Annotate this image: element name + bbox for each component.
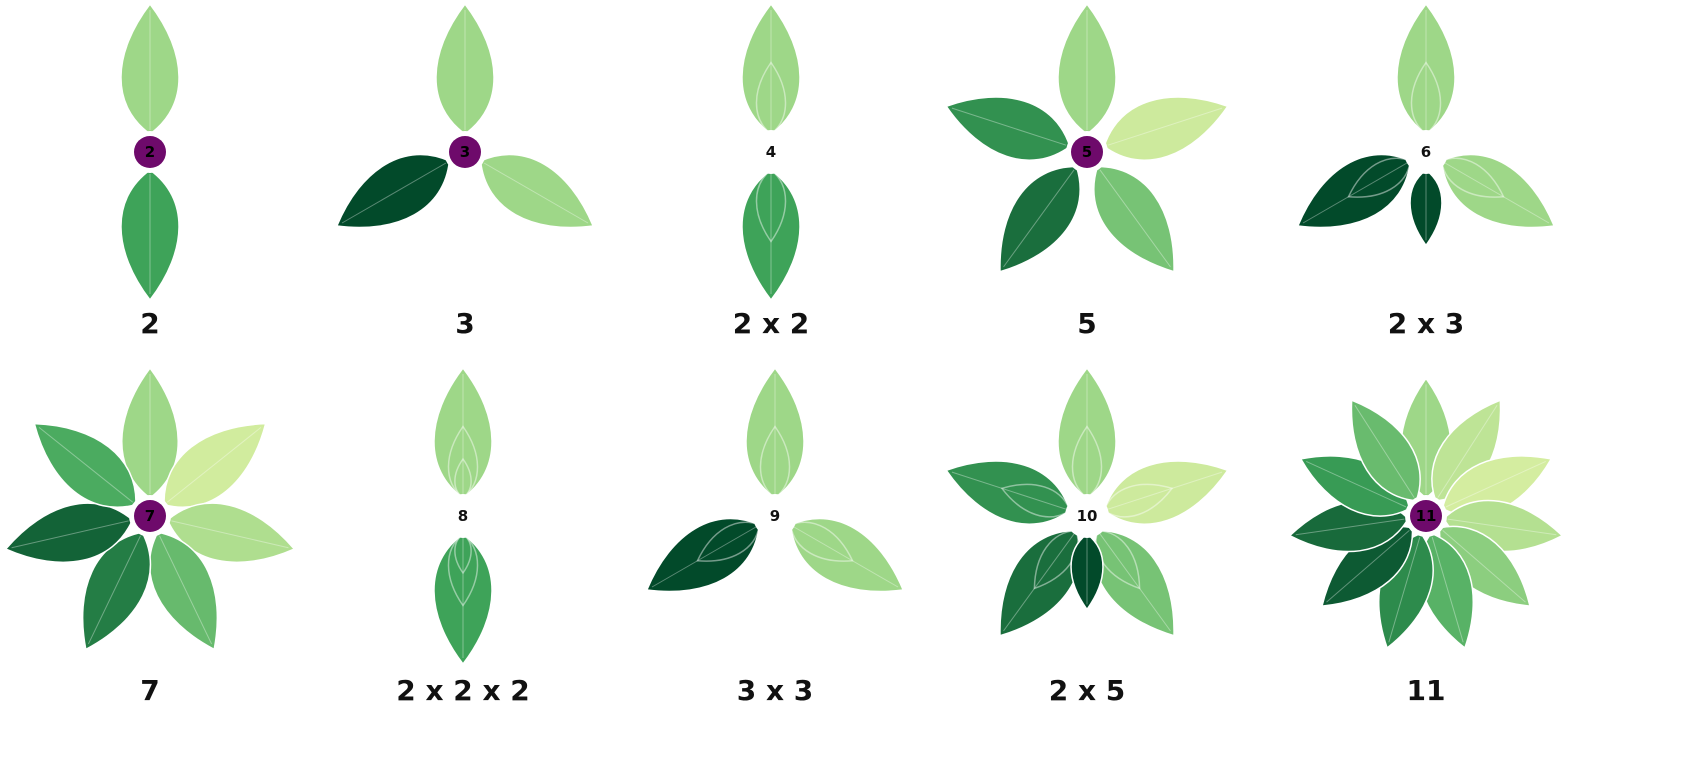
flower-label: 3 [455, 307, 474, 340]
leaf [1283, 136, 1425, 251]
leaf [742, 170, 800, 300]
flower-5: 5 [937, 4, 1236, 289]
leaf [1095, 79, 1237, 174]
leaf [1427, 136, 1569, 251]
center-number: 4 [766, 143, 776, 161]
flower-label: 11 [1407, 674, 1446, 707]
flower-label: 2 x 2 x 2 [396, 674, 530, 707]
leaf [776, 500, 918, 615]
leaf [436, 4, 494, 134]
flower-label: 7 [140, 674, 159, 707]
flower-11: 11 [1286, 378, 1566, 655]
leaf [632, 500, 774, 615]
leaf [746, 368, 804, 498]
flower-label: 2 x 5 [1049, 674, 1126, 707]
center-number: 6 [1421, 143, 1431, 161]
flower-4: 4 [742, 4, 800, 300]
leaf [937, 79, 1079, 174]
leaf [121, 170, 179, 300]
center-number: 8 [458, 507, 468, 525]
center-number: 10 [1077, 507, 1098, 525]
center-number: 5 [1082, 143, 1092, 161]
flower-8: 8 [434, 368, 492, 664]
center-number: 3 [460, 143, 470, 161]
flower-9: 9 [632, 368, 917, 615]
leaf [322, 136, 464, 251]
sub-leaf [1410, 170, 1442, 245]
sub-leaf [1071, 534, 1103, 609]
leaf [434, 368, 492, 498]
leaf [1058, 4, 1116, 134]
leaf [466, 136, 608, 251]
leaf [121, 4, 179, 134]
center-number: 7 [145, 507, 155, 525]
leaf [1397, 4, 1455, 134]
flower-label: 2 x 2 [733, 307, 810, 340]
center-number: 2 [145, 143, 155, 161]
center-number: 11 [1416, 507, 1437, 525]
flower-6: 6 [1283, 4, 1568, 251]
flower-label: 2 [140, 307, 159, 340]
flower-label: 3 x 3 [737, 674, 814, 707]
flower-2: 2 [121, 4, 179, 300]
flower-10: 10 [937, 368, 1236, 653]
leaf [1095, 443, 1237, 538]
flower-label: 5 [1077, 307, 1096, 340]
leaf [937, 443, 1079, 538]
center-number: 9 [770, 507, 780, 525]
leaf [742, 4, 800, 134]
flower-label: 2 x 3 [1388, 307, 1465, 340]
leaf [434, 534, 492, 664]
leaf [1058, 368, 1116, 498]
flower-7: 7 [0, 368, 301, 662]
flower-3: 3 [322, 4, 607, 251]
